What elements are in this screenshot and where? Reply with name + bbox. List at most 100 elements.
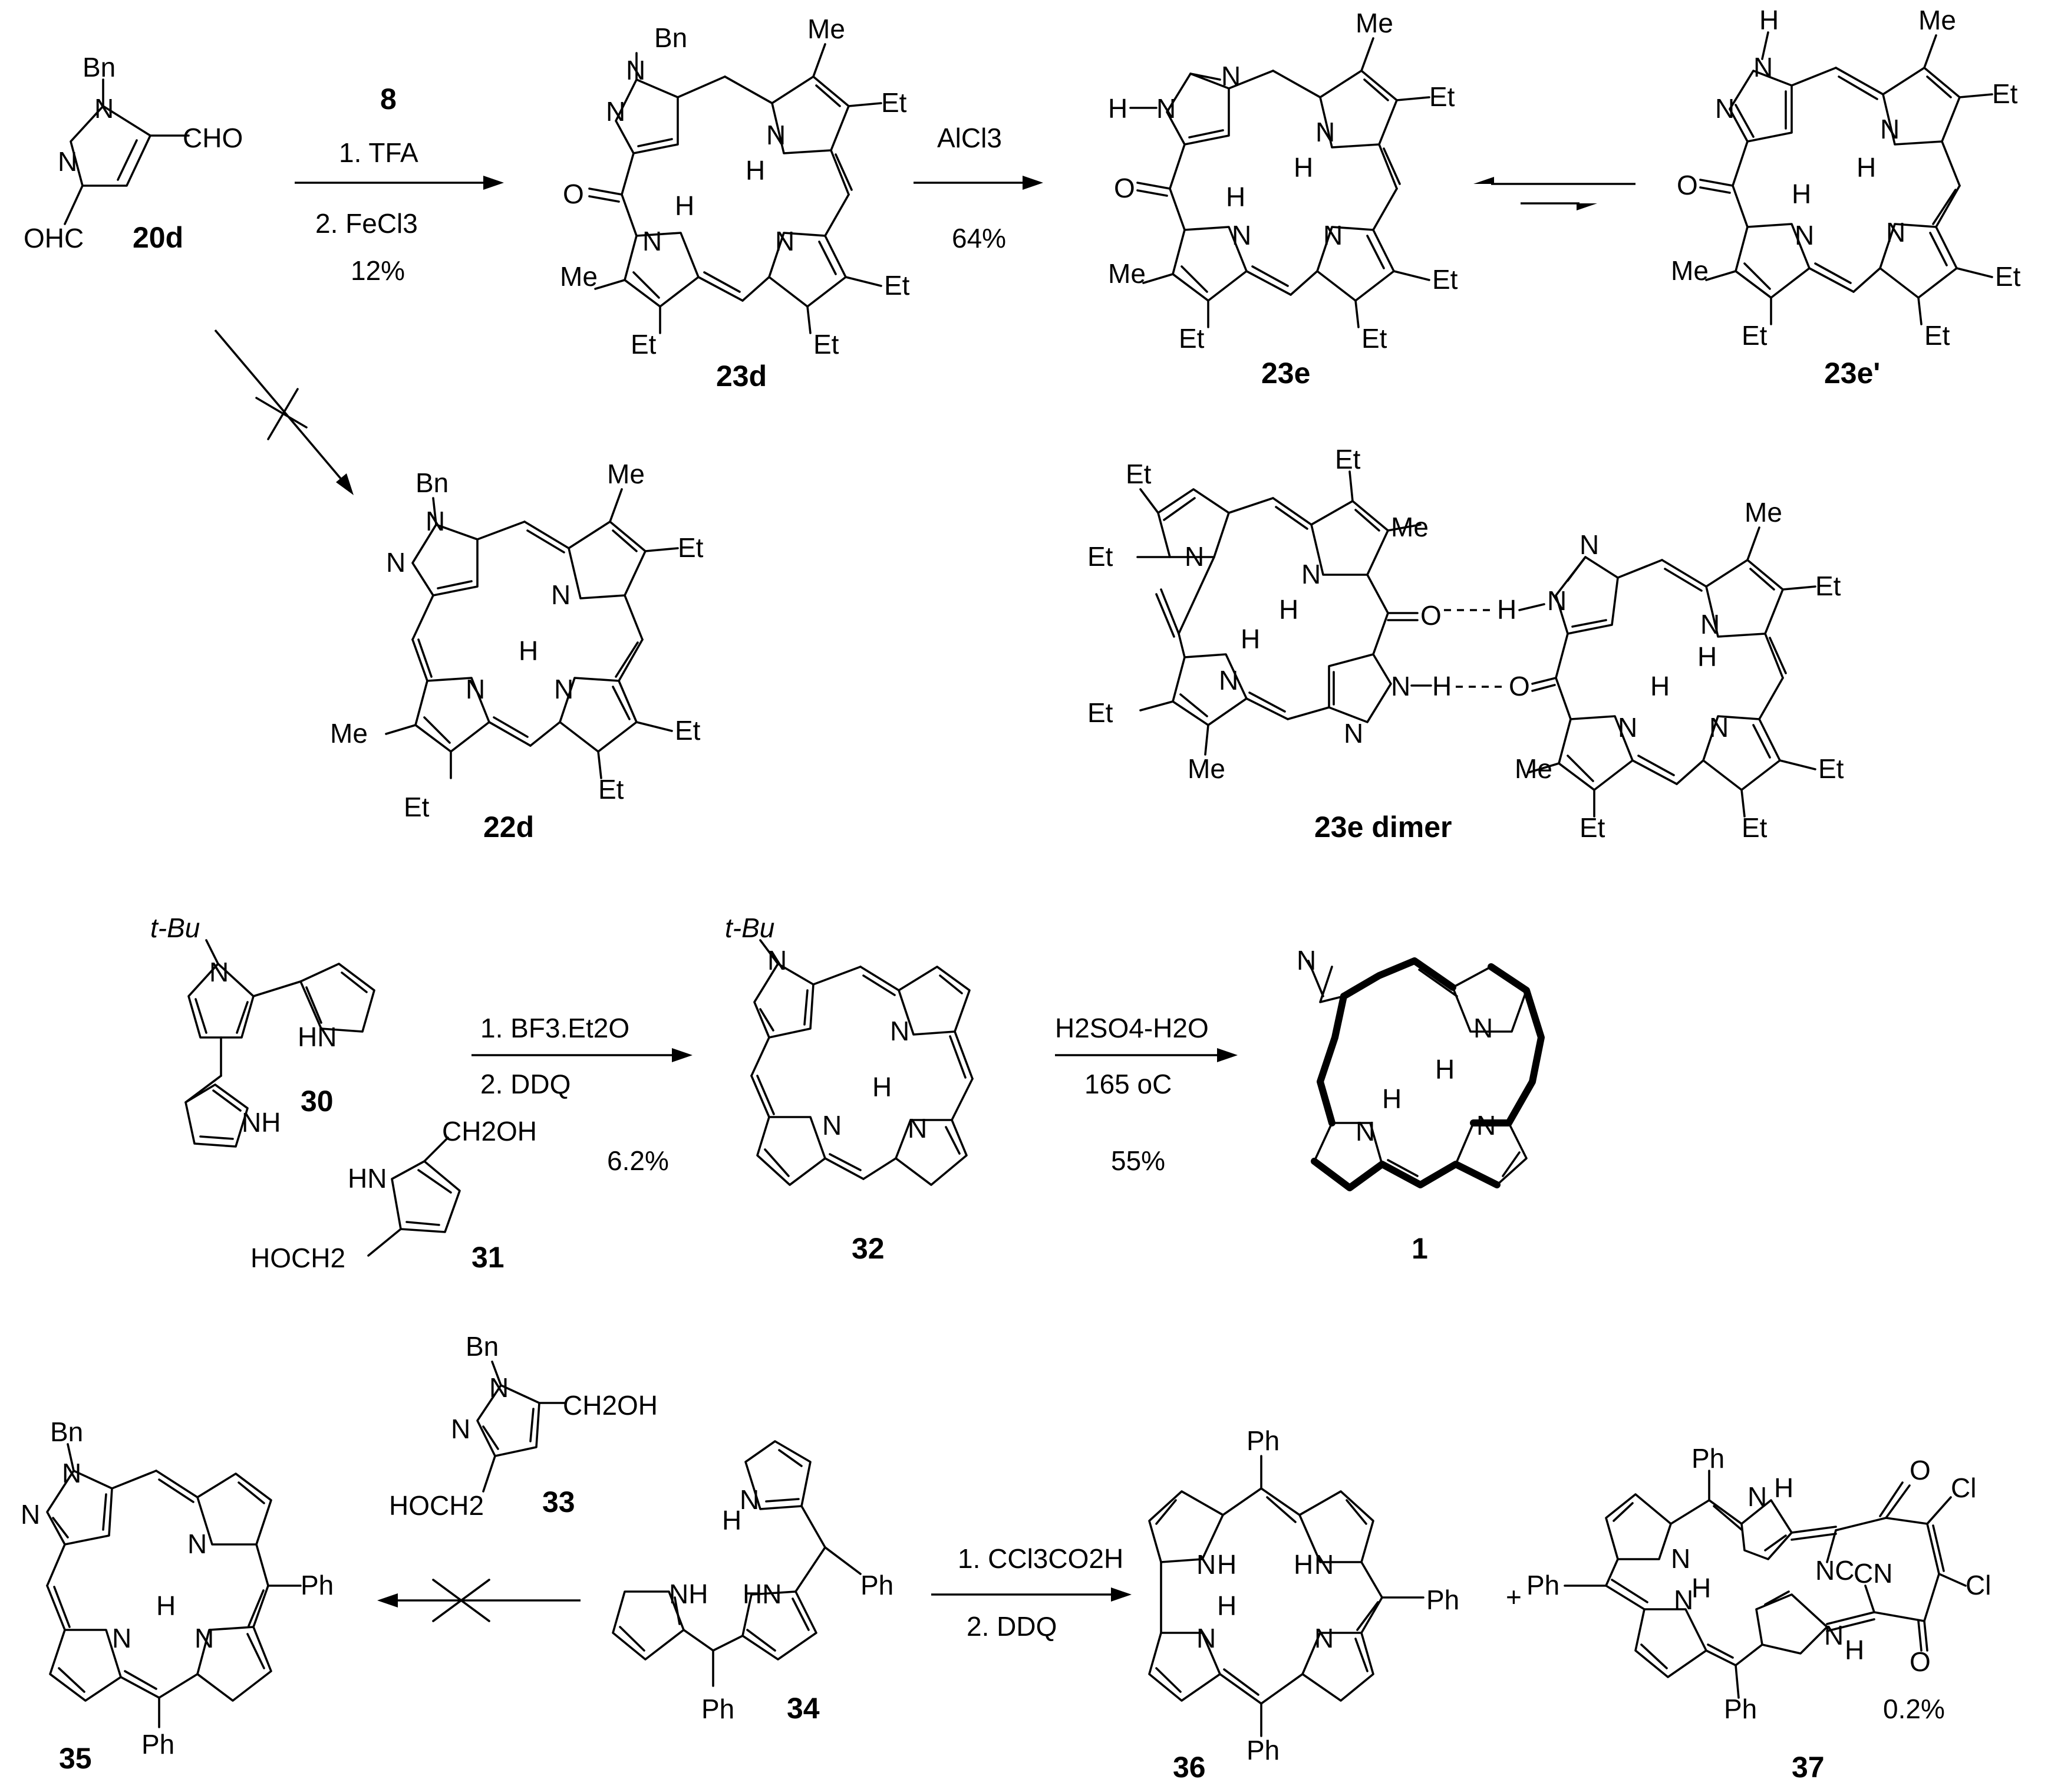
et-label: Et: [1815, 571, 1841, 601]
me-label: Me: [1356, 8, 1393, 38]
n-label: N: [194, 1623, 214, 1653]
n-label: N: [1880, 114, 1900, 144]
nh-label: NH: [242, 1107, 281, 1138]
et-label: Et: [1924, 320, 1950, 351]
compound-number-31: 31: [471, 1241, 504, 1274]
et-label: Et: [1995, 261, 2021, 292]
ph-label: Ph: [1691, 1443, 1724, 1474]
temp-165: 165 oC: [1084, 1069, 1172, 1099]
h-label: H: [1697, 641, 1717, 672]
et-label: Et: [1992, 78, 2018, 109]
plus-sign: +: [1506, 1582, 1522, 1612]
n-label: N: [1232, 220, 1251, 251]
h-label: H: [1857, 152, 1876, 183]
compound-number-20d: 20d: [133, 221, 183, 254]
reaction-arrow-5: H2SO4-H2O 165 oC 55%: [1055, 1013, 1238, 1176]
hoch2-label: HOCH2: [250, 1243, 345, 1273]
n-label: N: [1196, 1549, 1216, 1580]
et-label: Et: [1179, 323, 1205, 354]
me-label: Me: [1671, 255, 1709, 286]
o-label: O: [1114, 173, 1135, 203]
n-label: N: [1476, 1110, 1496, 1141]
n-label: N: [1473, 1013, 1493, 1043]
me-label: Me: [1391, 512, 1429, 542]
n-label: N: [1886, 217, 1905, 248]
n-label: N: [21, 1499, 40, 1530]
cho-label: CHO: [183, 123, 243, 153]
h-label: H: [1845, 1635, 1864, 1665]
n-label: N: [1323, 220, 1343, 251]
h-label: H: [1650, 671, 1670, 701]
failed-reaction-arrow: [214, 329, 354, 495]
bn-label: Bn: [416, 467, 449, 498]
et-label: Et: [1087, 541, 1113, 572]
et-label: Et: [631, 329, 657, 360]
step-ccl3co2h: 1. CCl3CO2H: [958, 1543, 1123, 1574]
compound-22d: Bn N N Me Et N H N N Me Et Et Et 22d: [330, 459, 704, 844]
h-label: H: [1217, 1590, 1236, 1621]
compound-number-37: 37: [1792, 1751, 1825, 1784]
n-label: N: [426, 506, 445, 536]
cl-label: Cl: [1951, 1473, 1976, 1503]
n-label: N: [112, 1623, 131, 1653]
h-label: H: [1217, 1549, 1236, 1580]
n-label: N: [1344, 718, 1363, 749]
n-label: N: [1219, 665, 1238, 696]
n-label: N: [489, 1372, 509, 1403]
h-label: H: [1294, 1549, 1313, 1580]
n-label: N: [908, 1113, 927, 1144]
compound-number-32: 32: [852, 1232, 885, 1265]
compound-number-30: 30: [301, 1085, 334, 1118]
compound-number-23e-dimer: 23e dimer: [1314, 811, 1452, 844]
ph-label: Ph: [1526, 1570, 1559, 1600]
compound-37: Ph N H O Cl N NC CN Cl Ph N H N H O Ph 0…: [1526, 1443, 1991, 1784]
et-label: Et: [1818, 753, 1844, 784]
compound-23e: H N N Me Et N H O H N N Me Et Et Et 23e: [1108, 8, 1458, 390]
n-label: N: [1356, 1116, 1375, 1147]
equilibrium-arrows: [1473, 177, 1635, 210]
h-label: H: [1294, 152, 1313, 183]
step-ddq: 2. DDQ: [967, 1611, 1057, 1642]
et-label: Et: [1742, 320, 1768, 351]
reagent-8: 8: [380, 83, 397, 116]
hn-label: HN: [348, 1163, 387, 1194]
h-label: H: [1759, 5, 1779, 35]
h-label: H: [675, 190, 694, 221]
reagent-alcl3: AlCl3: [937, 123, 1002, 153]
n-label: N: [1618, 712, 1637, 743]
me-label: Me: [1745, 497, 1782, 528]
et-label: Et: [813, 329, 839, 360]
ohc-label: OHC: [24, 223, 84, 253]
h-label: H: [519, 635, 538, 666]
ph-label: Ph: [701, 1694, 734, 1724]
n-label: N: [1301, 559, 1321, 589]
n-label: N: [1795, 220, 1814, 251]
n1-label: N: [94, 93, 114, 124]
et-label: Et: [598, 774, 624, 805]
compound-33: Bn N N CH2OH HOCH2 33: [389, 1331, 658, 1521]
n-label: N: [1747, 1481, 1767, 1512]
o-label: O: [1677, 170, 1698, 200]
bn-label: Bn: [50, 1417, 83, 1447]
ph-label: Ph: [1724, 1694, 1757, 1724]
n-label: N: [822, 1110, 842, 1141]
cn-label: CN: [1854, 1558, 1892, 1589]
et-label: Et: [1429, 81, 1455, 112]
n2-label: N: [58, 146, 77, 177]
yield-55: 55%: [1111, 1145, 1165, 1176]
h-label: H: [722, 1505, 741, 1536]
h-label: H: [1382, 1083, 1402, 1114]
compound-23e-prime: H N N Me Et N H O H N N Me Et Et Et 23e': [1671, 5, 2021, 390]
h-label: H: [1226, 182, 1245, 212]
compound-number-23d: 23d: [716, 360, 767, 393]
me-label: Me: [607, 459, 645, 489]
n-label: N: [1221, 61, 1241, 91]
h-label: H: [1241, 624, 1260, 654]
yield-6-2: 6.2%: [607, 1145, 669, 1176]
n-label: N: [767, 945, 787, 976]
n-label: N: [466, 674, 485, 704]
yield-12: 12%: [351, 255, 405, 286]
h-label: H: [872, 1072, 892, 1102]
compound-32: t-Bu N N H N N 32: [725, 913, 974, 1265]
